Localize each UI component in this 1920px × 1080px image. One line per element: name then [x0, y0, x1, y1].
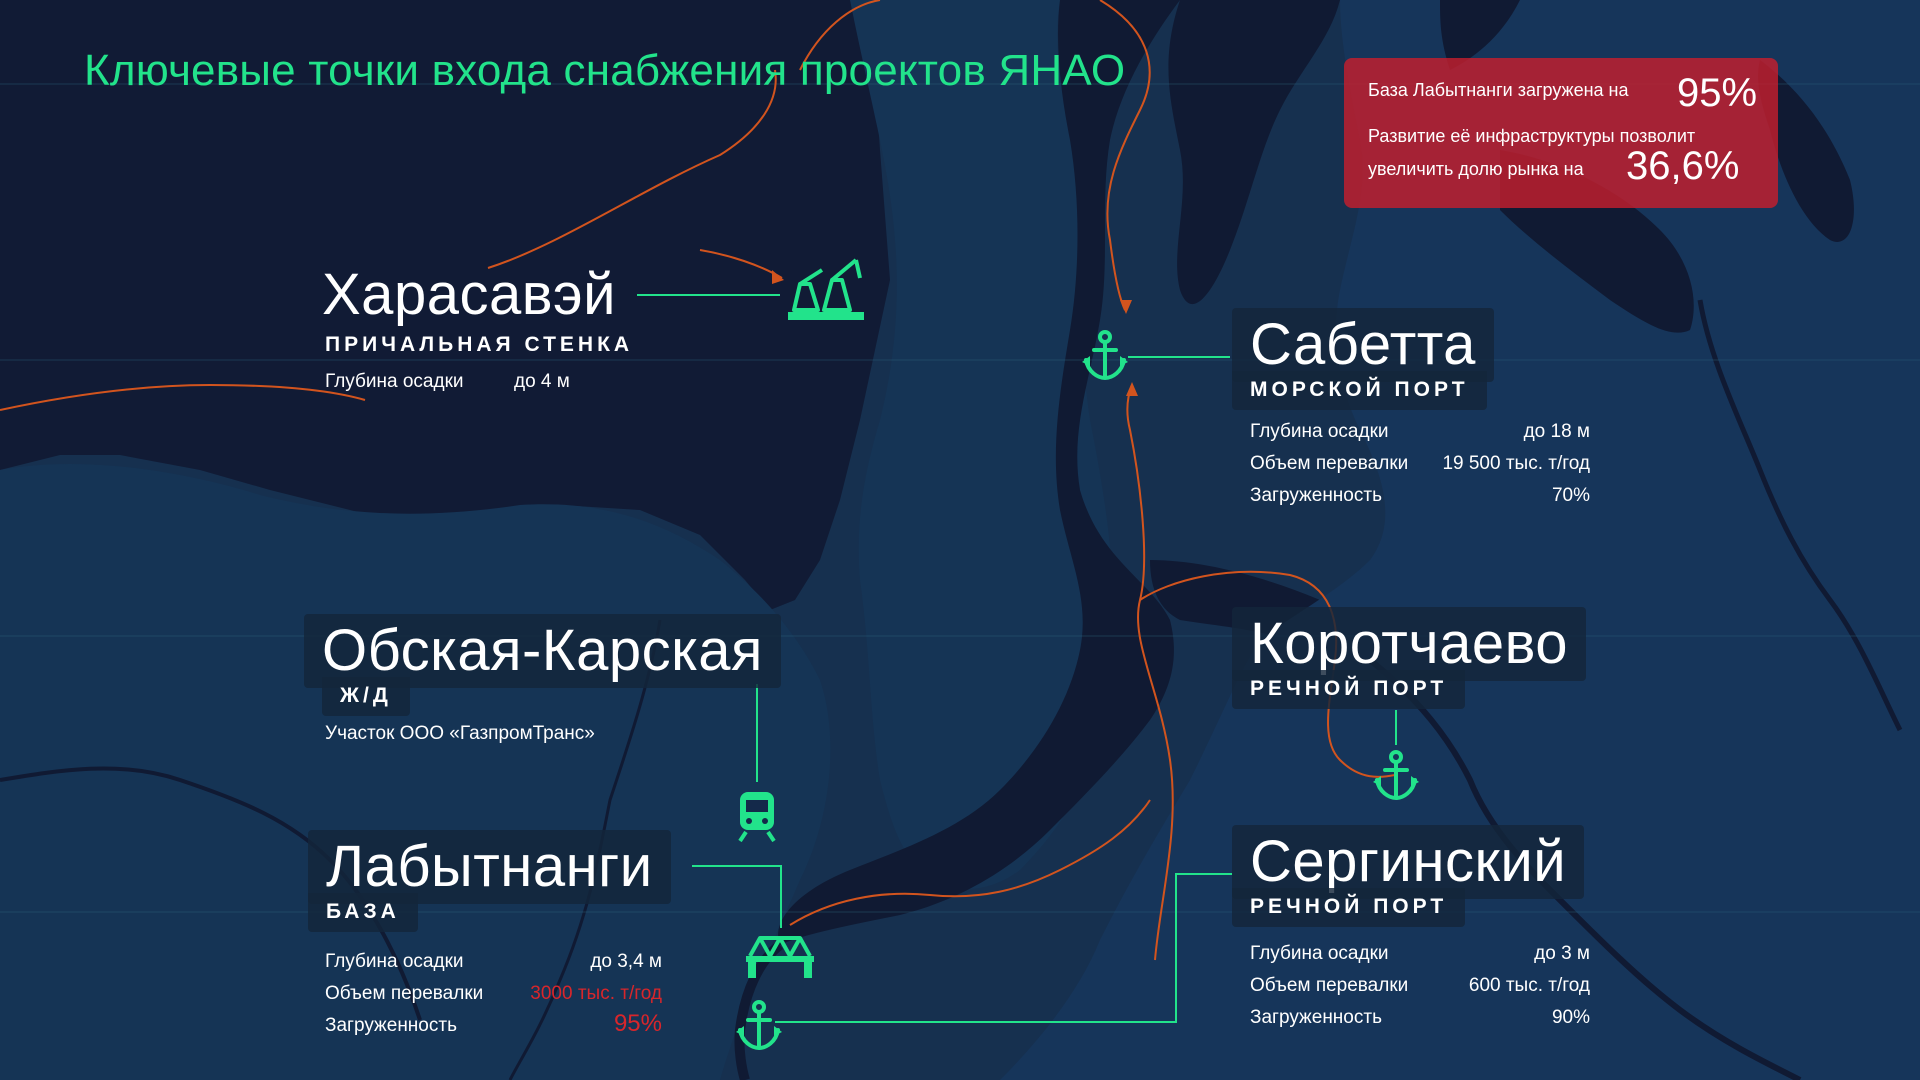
route-sabetta-top [1099, 0, 1151, 311]
sabetta-depth-value: до 18 м [1523, 421, 1590, 442]
page-title: Ключевые точки входа снабжения проектов … [84, 46, 1126, 95]
crane-icon [788, 258, 864, 320]
obskaya-type: Ж/Д [322, 677, 410, 716]
ob-gulf [778, 0, 1180, 945]
labytnangi-load-label: Загруженность [325, 1015, 457, 1036]
alert-callout: База Лабытнанги загружена на 95% Развити… [1344, 58, 1778, 208]
supply-routes [0, 0, 1396, 961]
right-inlet-3 [1758, 60, 1854, 242]
serginsky-load-value: 90% [1551, 1007, 1590, 1028]
sabetta-volume-value: 19 500 тыс. т/год [1442, 453, 1590, 474]
route-labytnangi [789, 799, 1151, 926]
labytnangi-load-value: 95% [613, 1010, 662, 1037]
sabetta-depth-label: Глубина осадки [1250, 421, 1389, 442]
route-harasavey [487, 69, 777, 269]
sabetta-load-value: 70% [1551, 485, 1590, 506]
gydan-land [1000, 0, 1920, 1080]
obskaya-note: Участок ООО «ГазпромТранс» [325, 723, 595, 744]
anchor-icon [1082, 330, 1128, 381]
labytnangi-volume-value: 3000 тыс. т/год [530, 983, 662, 1004]
harasavey-depth-label: Глубина осадки [325, 371, 464, 392]
callout-line1: База Лабытнанги загружена на [1368, 80, 1629, 100]
callout-line3: увеличить долю рынка на [1368, 159, 1584, 179]
sabetta-volume-label: Объем перевалки [1250, 453, 1409, 474]
callout-value2: 36,6% [1626, 144, 1740, 188]
train-icon [738, 792, 776, 842]
korotchaevo-name: Коротчаево [1232, 607, 1586, 681]
bridge-icon [746, 936, 814, 978]
labytnangi-depth-label: Глубина осадки [325, 951, 464, 972]
right-inlet-2 [1440, 0, 1520, 70]
serginsky-depth-value: до 3 м [1534, 943, 1590, 964]
labytnangi-type: БАЗА [308, 893, 418, 932]
sabetta-load-label: Загруженность [1250, 485, 1382, 506]
route-sabetta-up [1126, 384, 1174, 961]
river-right-2 [1697, 299, 1903, 732]
harasavey-type: ПРИЧАЛЬНАЯ СТЕНКА [325, 333, 634, 356]
route-arrowheads [772, 270, 1138, 396]
obskaya-name: Обская-Карская [304, 614, 781, 688]
serginsky-volume-label: Объем перевалки [1250, 975, 1409, 996]
connector-lines [637, 294, 1397, 1023]
anchor-icon [1373, 750, 1419, 801]
callout-line2: Развитие её инфраструктуры позволит [1368, 126, 1696, 146]
serginsky-volume-value: 600 тыс. т/год [1468, 975, 1590, 996]
harasavey-name: Харасавэй [322, 262, 617, 327]
river-left [0, 766, 422, 1021]
serginsky-name: Сергинский [1232, 825, 1585, 899]
sabetta-type: МОРСКОЙ ПОРТ [1232, 371, 1487, 410]
serginsky-type: РЕЧНОЙ ПОРТ [1232, 888, 1466, 927]
route-left [0, 383, 366, 411]
serginsky-depth-label: Глубина осадки [1250, 943, 1389, 964]
yamal-land [850, 0, 1114, 889]
callout-value1: 95% [1677, 71, 1758, 115]
river-right-1 [1368, 657, 1802, 1080]
labytnangi-volume-label: Объем перевалки [325, 983, 484, 1004]
route-top-arc [799, 0, 881, 71]
sabetta-name: Сабетта [1232, 308, 1494, 382]
labytnangi-name: Лабытнанги [308, 830, 671, 904]
korotchaevo-type: РЕЧНОЙ ПОРТ [1232, 670, 1466, 709]
gydan-bay [1168, 0, 1340, 305]
harasavey-depth-value: до 4 м [514, 371, 570, 392]
kara-sea [0, 0, 890, 610]
labytnangi-depth-value: до 3,4 м [590, 951, 662, 972]
serginsky-load-label: Загруженность [1250, 1007, 1382, 1028]
anchor-icon [736, 1000, 782, 1051]
